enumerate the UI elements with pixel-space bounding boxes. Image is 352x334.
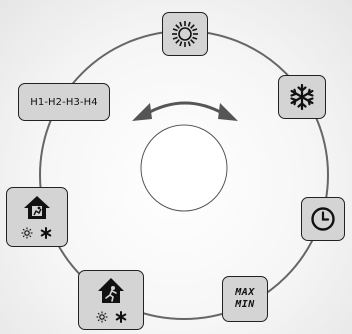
min-label: MIN [235, 299, 255, 310]
max-label: MAX [235, 287, 255, 298]
home-mode-icon [96, 278, 127, 323]
sun-icon [172, 21, 198, 47]
snowflake-mode-button[interactable] [278, 75, 326, 119]
preset-label: H1-H2-H3-H4 [30, 96, 98, 108]
clock-mode-button[interactable] [301, 197, 345, 241]
sun-mode-button[interactable] [162, 12, 208, 56]
max-min-button[interactable]: MAX MIN [222, 276, 268, 322]
snowflake-icon [290, 83, 314, 111]
away-mode-button[interactable] [6, 187, 68, 247]
away-mode-icon [21, 196, 52, 239]
preset-h1-h4-button[interactable]: H1-H2-H3-H4 [18, 83, 110, 121]
clock-icon [311, 207, 335, 231]
max-min-icon: MAX MIN [235, 287, 255, 311]
center-knob [140, 124, 228, 212]
home-mode-button[interactable] [78, 270, 144, 330]
rotate-arrows-icon[interactable] [132, 101, 238, 121]
